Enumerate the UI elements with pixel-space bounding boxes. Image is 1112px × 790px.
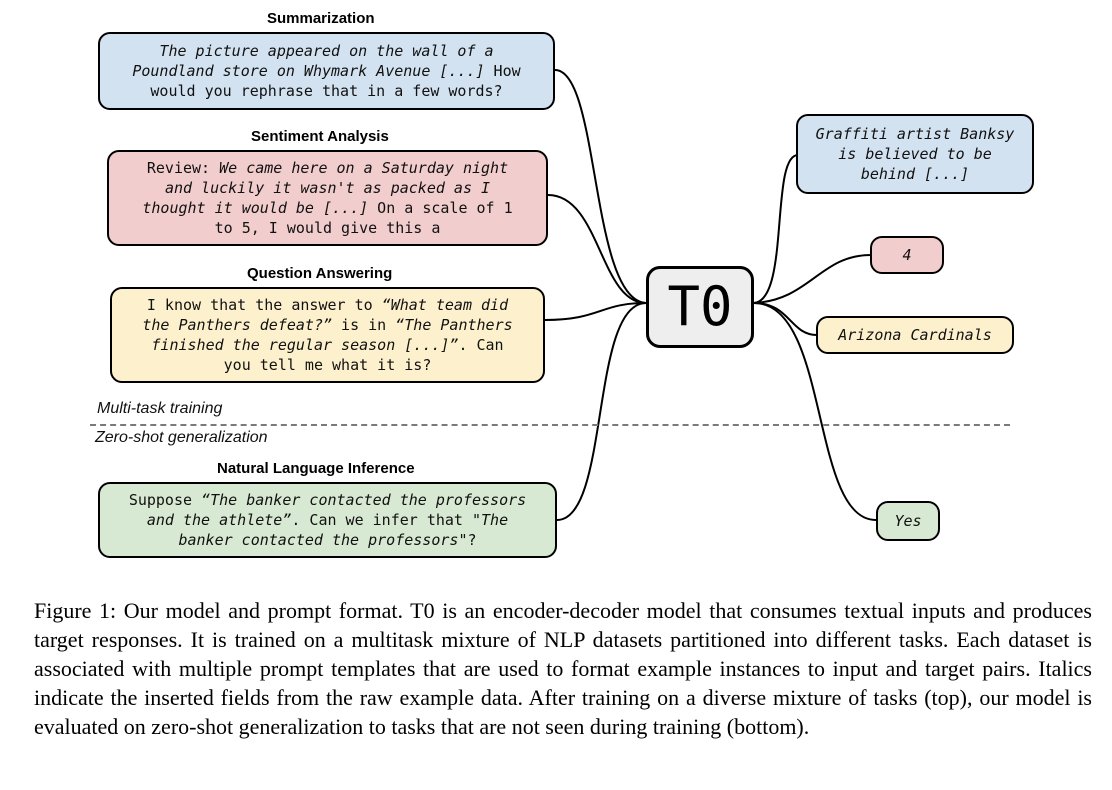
sent-line1-plain: Review: (146, 159, 220, 177)
connector-nli (556, 302, 647, 521)
nli-line1-italic: “The banker contacted the professors (201, 491, 527, 509)
nli-line3-plain: "? (458, 531, 477, 549)
connector-summarization (554, 69, 647, 304)
nli-line2-italic-b: The (481, 511, 509, 529)
region-label-bottom: Zero-shot generalization (95, 429, 268, 446)
sent-line3-italic: thought it would be [...] (142, 199, 369, 217)
connector-sentiment (547, 194, 647, 304)
nli-line2-plain: . Can we infer that " (291, 511, 482, 529)
sent-line4: to 5, I would give this a (214, 219, 441, 237)
summ-line3: would you rephrase that in a few words? (150, 82, 503, 100)
qa-line1-plain: I know that the answer to (146, 296, 382, 314)
summ-line2-italic: Poundland store on Whymark Avenue [...] (132, 62, 485, 80)
sent-line1-italic: We came here on a Saturday night (219, 159, 509, 177)
input-box-summarization: The picture appeared on the wall of a Po… (98, 32, 555, 110)
connector-out-sentiment (753, 254, 872, 304)
training-divider (90, 424, 1010, 426)
section-title-qa: Question Answering (247, 265, 393, 282)
sent-line2: and luckily it wasn't as packed as I (164, 179, 491, 197)
qa-line1-italic: “What team did (381, 296, 509, 314)
connector-qa (544, 302, 647, 321)
t0-model-box: T0 (646, 266, 754, 348)
out-summ-line3: behind [...] (860, 165, 970, 183)
section-title-nli: Natural Language Inference (217, 460, 415, 477)
qa-line2-plain: is in (332, 316, 396, 334)
qa-line4: you tell me what it is? (223, 356, 432, 374)
output-box-sentiment: 4 (870, 236, 944, 274)
qa-line2-italic: the Panthers defeat?” (142, 316, 333, 334)
out-summ-line2: is believed to be (838, 145, 992, 163)
figure-caption: Figure 1: Our model and prompt format. T… (34, 598, 1092, 739)
sent-line3-plain: On a scale of 1 (368, 199, 513, 217)
out-summ-line1: Graffiti artist Banksy (815, 125, 1015, 143)
input-box-sentiment: Review: We came here on a Saturday night… (107, 150, 548, 246)
nli-line1-plain: Suppose (128, 491, 202, 509)
connector-out-summarization (753, 154, 799, 304)
output-box-nli: Yes (876, 501, 940, 541)
summ-line2-plain: How (484, 62, 521, 80)
connector-out-nli (753, 302, 877, 521)
output-box-summarization: Graffiti artist Banksy is believed to be… (796, 114, 1034, 194)
input-box-nli: Suppose “The banker contacted the profes… (98, 482, 557, 558)
region-label-top: Multi-task training (97, 400, 223, 417)
qa-line3-plain: . Can (458, 336, 504, 354)
summ-line1: The picture appeared on the wall of a (159, 42, 494, 60)
nli-line2-italic: and the athlete” (146, 511, 292, 529)
qa-line3-italic: finished the regular season [...]” (151, 336, 459, 354)
section-title-summarization: Summarization (267, 10, 375, 27)
nli-line3-italic: banker contacted the professors (178, 531, 459, 549)
connector-lines (544, 69, 877, 521)
section-title-sentiment: Sentiment Analysis (251, 128, 389, 145)
output-box-qa: Arizona Cardinals (816, 316, 1014, 354)
qa-line2-italic-b: “The Panthers (395, 316, 513, 334)
input-box-qa: I know that the answer to “What team did… (110, 287, 545, 383)
